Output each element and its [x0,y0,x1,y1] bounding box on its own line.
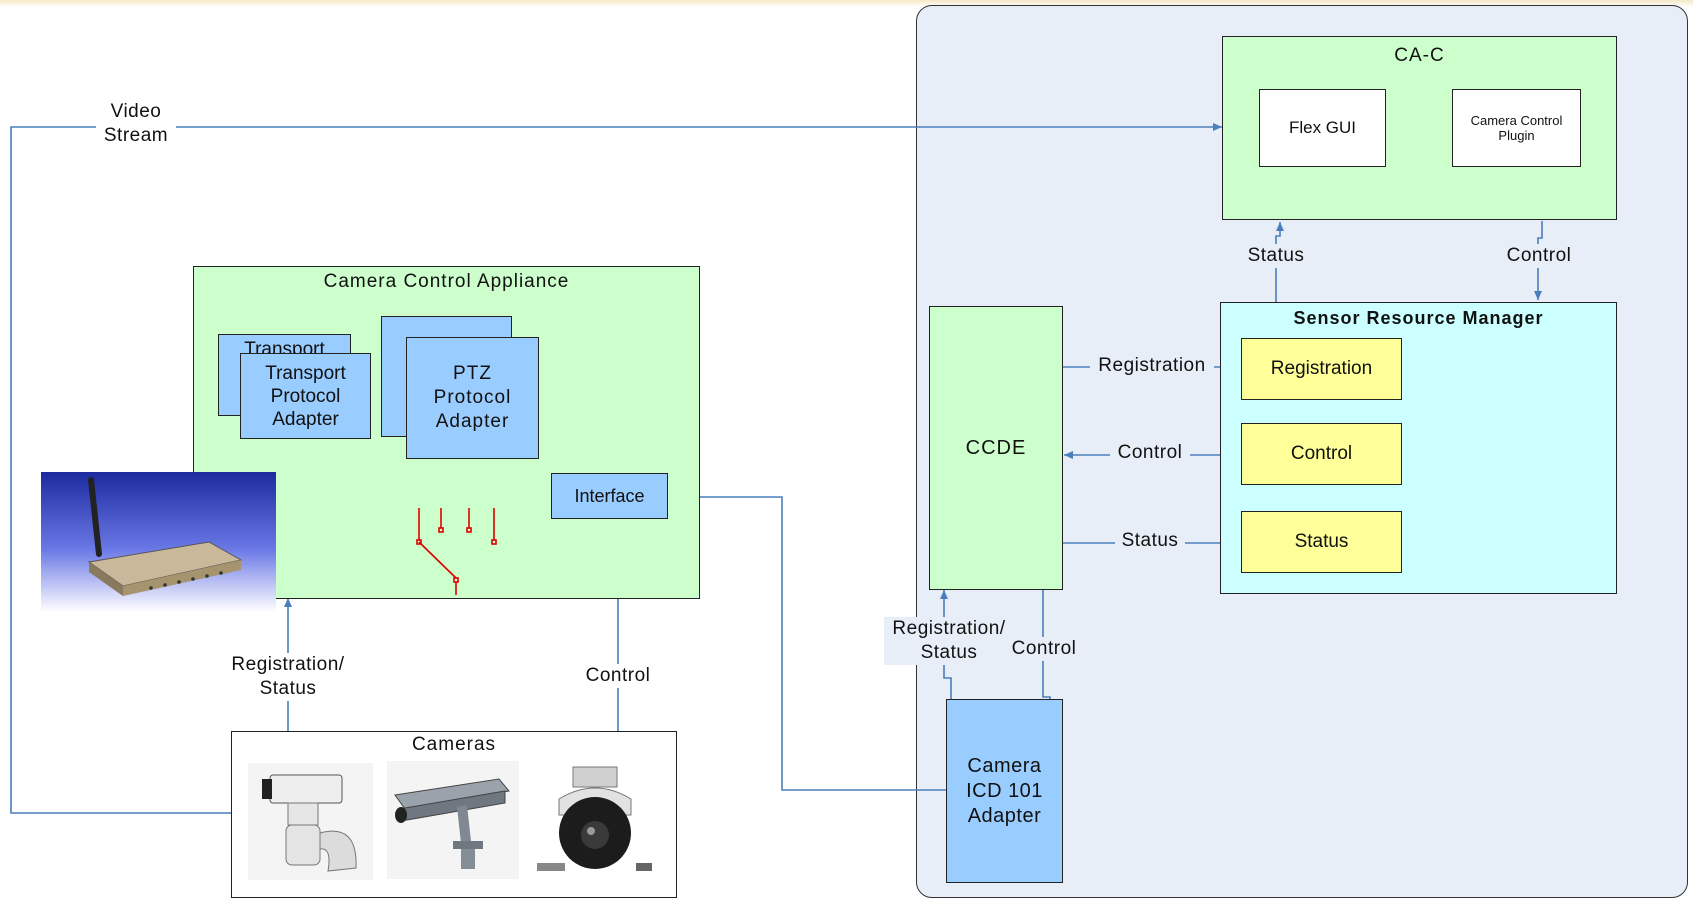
control-top-label: Control [1499,244,1579,268]
camera-control-plugin-label: Camera Control Plugin [1470,113,1563,143]
top-gradient-strip [0,0,1693,7]
srm-registration-label: Registration [1270,358,1373,379]
control-mid-label: Control [1110,441,1190,465]
srm-control-label: Control [1290,443,1353,464]
flex-gui-box: Flex GUI [1259,89,1386,167]
interface-link-line [670,493,946,791]
dome-camera-image [533,763,656,880]
srm-title: Sensor Resource Manager [1293,308,1544,328]
ptz-camera-image [248,763,373,880]
srm-registration-box: Registration [1241,338,1402,400]
control-right-label: Control [1006,637,1082,661]
reg-status-right-label: Registration/ Status [884,617,1014,665]
status-top-line [1275,222,1284,302]
srm-status-box: Status [1241,511,1402,573]
router-image [41,472,276,612]
reg-status-left-label: Registration/ Status [221,653,355,701]
control-left-label: Control [578,664,658,688]
camera-control-appliance-title: Camera Control Appliance [323,271,570,292]
srm-control-box: Control [1241,423,1402,485]
camera-control-plugin-box: Camera Control Plugin [1452,89,1581,167]
transport-protocol-adapter-label: Transport Protocol Adapter [265,362,346,430]
video-stream-line [10,123,1222,814]
srm-status-label: Status [1294,531,1349,552]
status-top-label: Status [1239,244,1313,268]
camera-icd-adapter: Camera ICD 101 Adapter [946,699,1063,883]
status-mid-label: Status [1115,529,1185,553]
ccde-box: CCDE [929,306,1063,590]
transport-protocol-adapter: Transport Protocol Adapter [240,353,371,439]
flex-gui-label: Flex GUI [1288,118,1357,137]
cameras-title: Cameras [411,734,497,755]
ptz-protocol-adapter: PTZ Protocol Adapter [406,337,539,459]
interface-label: Interface [574,485,645,506]
registration-mid-label: Registration [1090,354,1214,378]
ccde-label: CCDE [965,436,1027,459]
ptz-protocol-adapter-label: PTZ Protocol Adapter [433,363,512,432]
video-stream-label: Video Stream [96,100,176,148]
switch-symbol [416,508,497,595]
bullet-camera-image [387,761,519,879]
camera-icd-adapter-label: Camera ICD 101 Adapter [966,754,1043,827]
interface-box: Interface [551,473,668,519]
ca-c-title: CA-C [1394,45,1445,66]
control-top-line [1534,221,1543,300]
